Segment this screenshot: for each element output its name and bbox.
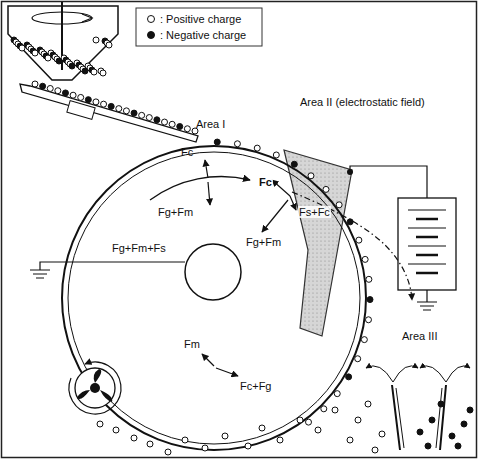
force-label: Fc+Fg — [240, 380, 271, 392]
area-label: Area III — [402, 330, 437, 342]
stirrer-rotation — [32, 12, 92, 24]
force-label: Fg+Fm+Fs — [112, 242, 166, 254]
trajectory — [292, 192, 412, 300]
force-arrows — [202, 160, 296, 376]
legend-entry: : Negative charge — [146, 29, 246, 41]
drum-hub — [185, 244, 241, 300]
legend-sample — [146, 14, 156, 24]
fan — [69, 362, 121, 414]
area-label: Area I — [196, 118, 225, 130]
ground-symbol — [417, 290, 437, 310]
drum — [62, 146, 366, 450]
area-label: Area II (electrostatic field) — [300, 96, 425, 108]
force-label: Fm — [184, 338, 200, 350]
legend-entry: : Positive charge — [146, 13, 241, 25]
legend-sample — [146, 30, 156, 40]
ground-wire — [40, 262, 185, 270]
legend-text: : Positive charge — [160, 13, 241, 25]
ground-symbol — [30, 270, 50, 278]
rotation-arrow — [150, 177, 250, 200]
legend-text: : Negative charge — [160, 29, 246, 41]
force-label: Fc — [258, 176, 273, 188]
force-label: Fc — [181, 146, 193, 158]
force-label: Fg+Fm — [158, 206, 193, 218]
vibrator — [67, 101, 95, 120]
force-label: Fg+Fm — [246, 236, 281, 248]
legend-box — [136, 8, 262, 46]
electrostatic-field — [284, 150, 352, 336]
splitter — [392, 385, 446, 450]
force-label: Fs+Fc — [298, 206, 331, 218]
hv-wire — [350, 166, 427, 198]
hv-source — [398, 198, 456, 290]
drum-inner — [68, 152, 360, 444]
feed-chute — [20, 84, 198, 142]
